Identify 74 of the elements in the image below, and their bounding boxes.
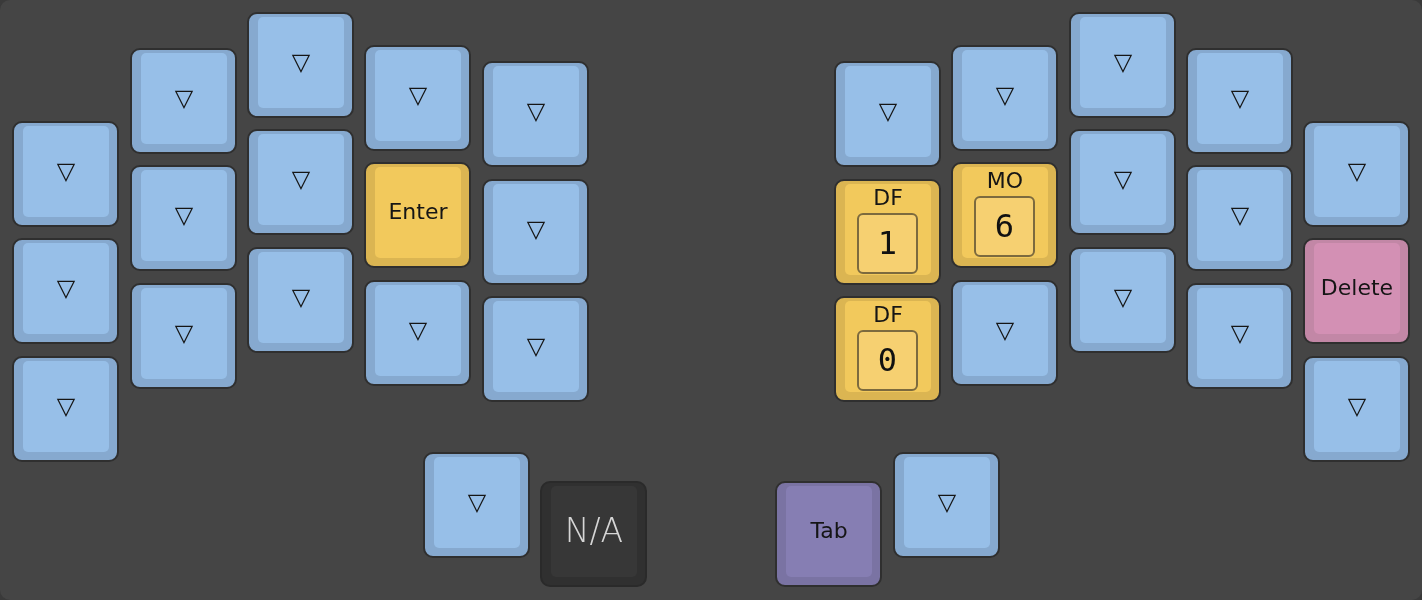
key-label: 0 (877, 342, 898, 379)
keycap (1303, 121, 1410, 227)
key-label: ▽ (1113, 166, 1133, 193)
keycap (834, 179, 941, 285)
keycap (12, 356, 119, 462)
keycap (1303, 356, 1410, 462)
key-label: ▽ (1347, 158, 1367, 185)
keycap (1186, 48, 1293, 154)
key-label: ▽ (937, 489, 957, 516)
key-label: ▽ (526, 333, 546, 360)
keycap (482, 179, 589, 285)
key-label: DF (873, 186, 903, 211)
key-label: ▽ (291, 49, 311, 76)
key-label: ▽ (1113, 49, 1133, 76)
keycap (482, 296, 589, 402)
key-label: ▽ (291, 166, 311, 193)
keycap (482, 61, 589, 167)
key-label: ▽ (56, 393, 76, 420)
keycap (130, 48, 237, 154)
inset-box (974, 196, 1035, 257)
key-label: ▽ (1113, 284, 1133, 311)
keycap (247, 129, 354, 235)
keycap (1069, 247, 1176, 353)
key-label: N/A (564, 513, 624, 550)
keycap (130, 165, 237, 271)
keycap (247, 12, 354, 118)
key-label: ▽ (56, 158, 76, 185)
keycap (1186, 165, 1293, 271)
keycap (1069, 129, 1176, 235)
key-label: Delete (1320, 276, 1394, 301)
key-label: ▽ (995, 82, 1015, 109)
key-label: ▽ (1230, 202, 1250, 229)
keycap (540, 481, 647, 587)
key-label: ▽ (526, 216, 546, 243)
keycap (130, 283, 237, 389)
key-label: ▽ (526, 98, 546, 125)
key-label: 1 (877, 225, 898, 262)
keycap (364, 162, 471, 268)
key-label: Enter (388, 200, 448, 225)
key-label: ▽ (174, 202, 194, 229)
key-label: ▽ (1347, 393, 1367, 420)
key-label: 6 (994, 208, 1015, 245)
keycap (951, 280, 1058, 386)
key-label: ▽ (174, 320, 194, 347)
inset-box (857, 330, 918, 391)
key-label: ▽ (1230, 320, 1250, 347)
keycap (834, 296, 941, 402)
keycap (951, 162, 1058, 268)
keycap (893, 452, 1000, 558)
key-label: ▽ (467, 489, 487, 516)
key-label: ▽ (1230, 85, 1250, 112)
keycap (1303, 238, 1410, 344)
key-label: ▽ (408, 317, 428, 344)
key-label: ▽ (56, 275, 76, 302)
keycap (951, 45, 1058, 151)
key-label: ▽ (878, 98, 898, 125)
key-label: DF (873, 303, 903, 328)
keycap (12, 238, 119, 344)
keycap (834, 61, 941, 167)
key-label: MO (986, 169, 1024, 194)
keycap (775, 481, 882, 587)
keycap (423, 452, 530, 558)
keycap (364, 45, 471, 151)
keycap (364, 280, 471, 386)
keycap (1186, 283, 1293, 389)
key-label: Tab (810, 519, 848, 544)
key-label: ▽ (291, 284, 311, 311)
inset-box (857, 213, 918, 274)
key-label: ▽ (408, 82, 428, 109)
key-label: ▽ (174, 85, 194, 112)
keycap (247, 247, 354, 353)
key-label: ▽ (995, 317, 1015, 344)
keycap (1069, 12, 1176, 118)
keycap (12, 121, 119, 227)
